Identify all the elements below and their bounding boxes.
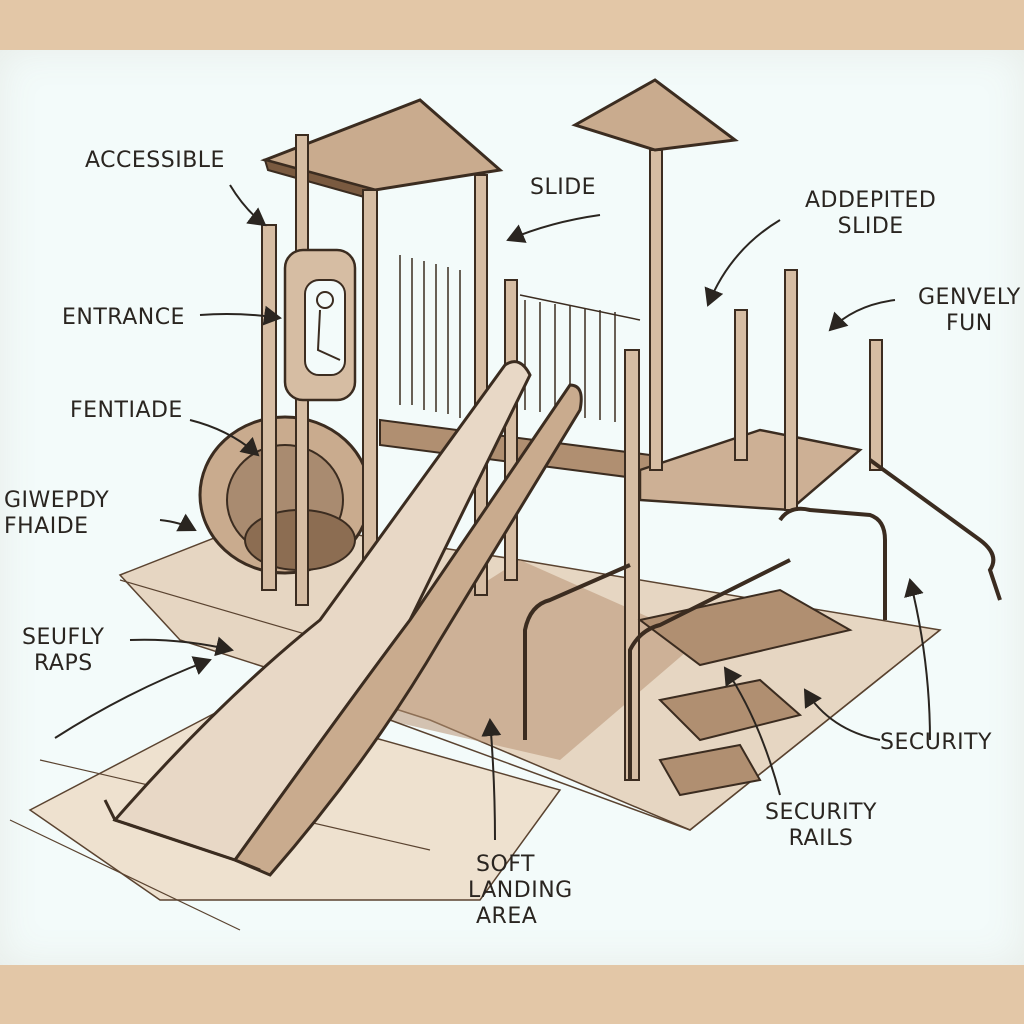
label-entrance: ENTRANCE xyxy=(62,305,185,331)
spiral-slide xyxy=(200,417,370,573)
label-security-rails: SECURITY RAILS xyxy=(765,800,877,852)
label-adedpited-slide: ADDEPITED SLIDE xyxy=(805,188,936,240)
label-fentiade: FENTIADE xyxy=(70,398,183,424)
label-accessible: ACCESSIBLE xyxy=(85,148,225,174)
label-soft-landing-area: SOFT LANDING AREA xyxy=(468,852,573,930)
label-seufly-raps: SEUFLY RAPS xyxy=(22,625,104,677)
label-slide: SLIDE xyxy=(530,175,596,201)
label-security: SECURITY xyxy=(880,730,992,756)
label-genvely-fun: GENVELY FUN xyxy=(918,285,1021,337)
label-giwepdy-fhaide: GIWEPDY FHAIDE xyxy=(4,488,109,540)
